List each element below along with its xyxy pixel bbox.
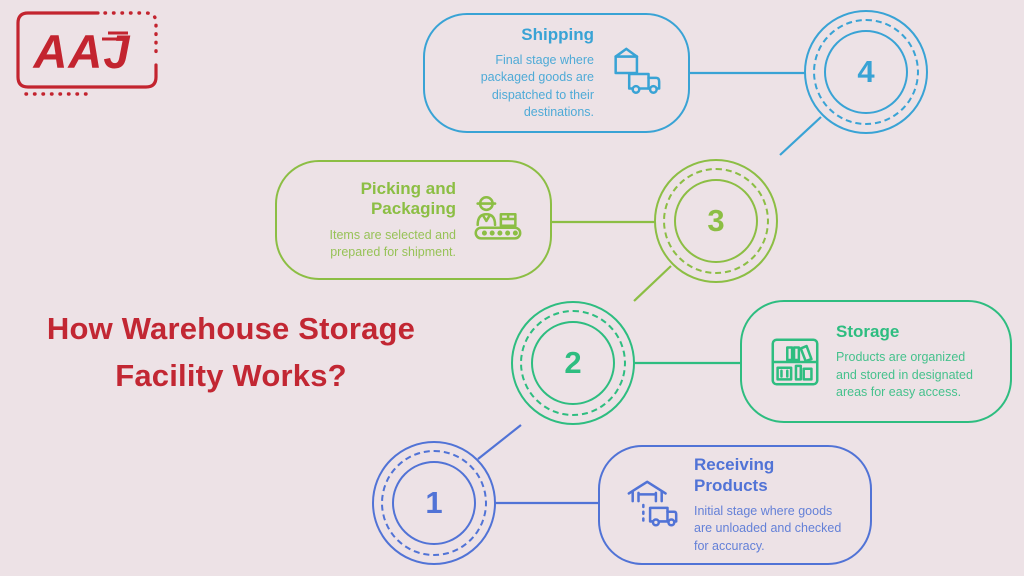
step-box-storage: Storage Products are organized and store… xyxy=(740,300,1012,423)
logo-text: AAJ xyxy=(32,25,130,78)
step-number: 3 xyxy=(707,203,725,238)
step-description-receiving: Initial stage where goods are unloaded a… xyxy=(694,504,842,553)
step-circle-1: 1 xyxy=(372,441,496,565)
step-description-shipping: Final stage where packaged goods are dis… xyxy=(480,53,594,119)
step-title-shipping: Shipping xyxy=(521,24,594,44)
circle-dashed-ring xyxy=(520,310,626,416)
step-number: 4 xyxy=(857,54,875,89)
shelf-books-icon xyxy=(766,333,824,391)
package-truck-icon xyxy=(606,44,664,102)
circle-inner-ring: 3 xyxy=(674,179,758,263)
warehouse-truck-icon xyxy=(624,476,682,534)
circle-dashed-ring xyxy=(813,19,919,125)
page-title: How Warehouse Storage Facility Works? xyxy=(0,306,462,399)
step-box-picking: Picking and Packaging Items are selected… xyxy=(275,160,552,280)
circle-outer-ring xyxy=(372,441,496,565)
step-title-storage: Storage xyxy=(836,321,900,341)
circle-inner-ring: 4 xyxy=(824,30,908,114)
step-circle-3: 3 xyxy=(654,159,778,283)
logo-border-dotted xyxy=(103,11,158,60)
step-title-picking: Picking and Packaging xyxy=(360,178,456,219)
step-title-receiving: Receiving Products xyxy=(694,455,775,495)
step-number: 2 xyxy=(564,345,582,380)
worker-conveyor-icon xyxy=(468,191,526,249)
step-description-picking: Items are selected and prepared for ship… xyxy=(329,227,456,259)
circle-outer-ring xyxy=(654,159,778,283)
circle-inner-ring: 1 xyxy=(392,461,476,545)
page-title-line2: Facility Works? xyxy=(115,357,347,393)
step-circle-4: 4 xyxy=(804,10,928,134)
aaj-logo: AAJ xyxy=(16,11,158,96)
step-description-storage: Products are organized and stored in des… xyxy=(836,350,973,399)
logo-border-solid xyxy=(16,11,158,89)
step-number: 1 xyxy=(425,485,443,520)
circle-inner-ring: 2 xyxy=(531,321,615,405)
step-circle-2: 2 xyxy=(511,301,635,425)
circle-dashed-ring xyxy=(663,168,769,274)
circle-outer-ring xyxy=(804,10,928,134)
circle-dashed-ring xyxy=(381,450,487,556)
page-title-line1: How Warehouse Storage xyxy=(46,311,416,346)
circle-outer-ring xyxy=(511,301,635,425)
step-box-shipping: Shipping Final stage where packaged good… xyxy=(423,13,690,133)
step-box-receiving: Receiving Products Initial stage where g… xyxy=(598,445,872,565)
